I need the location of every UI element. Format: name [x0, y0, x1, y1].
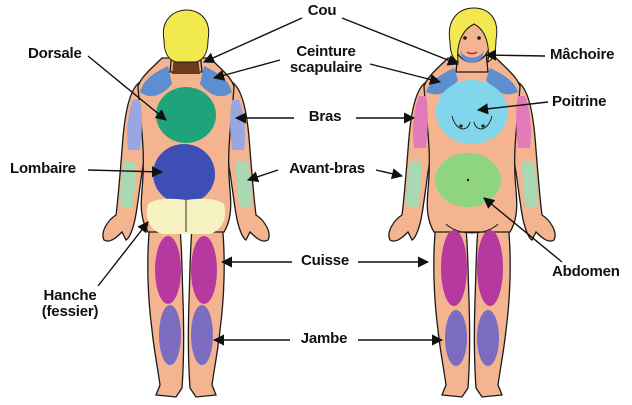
back-thigh-zone-right [191, 236, 217, 304]
back-thigh-zone-left [155, 236, 181, 304]
label-machoire: Mâchoire [550, 47, 614, 63]
front-shin-zone-left [445, 310, 467, 366]
back-hair [163, 10, 208, 62]
label-jambe: Jambe [301, 331, 348, 347]
label-hanche-fessier: Hanche (fessier) [42, 288, 99, 320]
arrow-cou-back [204, 18, 302, 62]
label-ceinture-line2: scapulaire [290, 60, 362, 76]
arrow-ceinture-front [370, 64, 440, 82]
label-lombaire: Lombaire [10, 161, 76, 177]
label-avant-bras: Avant-bras [289, 161, 365, 177]
label-poitrine: Poitrine [552, 94, 606, 110]
arrow-avant-bras-front [376, 170, 402, 176]
front-chest-zone [436, 80, 508, 144]
back-lumbar-zone [153, 144, 215, 204]
label-ceinture-scapulaire: Ceinture scapulaire [290, 44, 362, 76]
front-shin-zone-right [477, 310, 499, 366]
label-ceinture-line1: Ceinture [290, 44, 362, 60]
arrow-ceinture-back [214, 60, 280, 78]
back-figure [103, 10, 269, 397]
back-calf-zone-right [191, 305, 213, 365]
label-cuisse: Cuisse [301, 253, 349, 269]
label-abdomen: Abdomen [552, 264, 620, 280]
label-cou: Cou [308, 3, 337, 19]
front-thigh-zone-left [441, 230, 467, 306]
front-thigh-zone-right [477, 230, 503, 306]
label-bras: Bras [309, 109, 342, 125]
arrow-machoire [486, 55, 545, 56]
label-hanche-line2: (fessier) [42, 304, 99, 320]
back-calf-zone-left [159, 305, 181, 365]
label-hanche-line1: Hanche [42, 288, 99, 304]
front-figure [389, 8, 555, 397]
back-dorsal-zone [156, 87, 216, 143]
label-dorsale: Dorsale [28, 46, 82, 62]
